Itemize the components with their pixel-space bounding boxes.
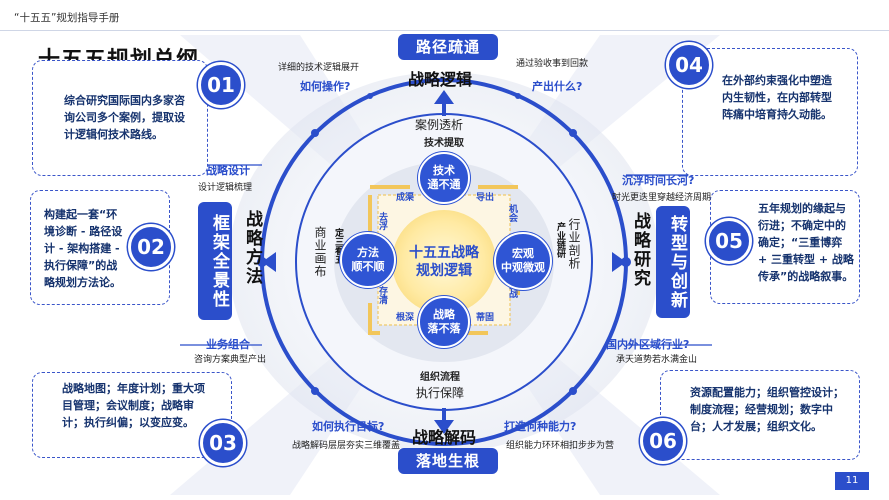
side-left-bottom: 存清 [377,286,387,304]
circle-technology-line2: 通不通 [427,178,461,191]
right-ring-small: 产业链研 [555,222,565,258]
circle-method-line1: 方法 [357,246,379,259]
bottom-left-note: 战略解码层层夯实三维覆盖 [292,441,401,451]
callout-06 [660,370,860,460]
header-title: “十五五”规划指导手册 [14,12,120,24]
left-upper-label: 战略设计 [206,164,250,177]
corner-bottom-left: 根深 [396,313,415,323]
top-pill: 路径疏通 [398,34,498,60]
corner-bottom-right: 蒂固 [476,313,495,323]
right-lower-label: 国内外区域行业? [606,338,690,351]
circle-strategy-line2: 落不落 [427,322,461,335]
left-ring-text: 商业画布 [313,226,327,278]
callout-04-text: 在外部约束强化中塑造内生韧性，在内部转型阵痛中培育持久动能。 [722,74,832,121]
callout-05-text: 五年规划的缘起与衍进；不确定中的确定；“三重博弈 + 三重转型 + 战略传承”的… [758,202,854,283]
callout-03 [32,372,232,458]
right-upper-label: 沉浮时间长河? [622,174,695,187]
bottom-exec: 执行保障 [416,386,465,400]
corner-top-left: 成渠 [396,193,415,203]
callout-01 [32,60,208,176]
badge-02: 02 [128,224,174,270]
center-title-line1: 十五五战略 [409,245,479,261]
circle-macro-line2: 中观微观 [501,261,545,274]
circle-technology: 技术 通不通 [418,152,470,204]
right-lower-note: 承天道势若水满金山 [616,355,698,365]
left-lower-note: 咨询方案典型产出 [194,355,267,365]
header-divider [0,30,889,31]
badge-03: 03 [200,420,246,466]
callout-06-text: 资源配置能力；组织管控设计；制度流程；经营规划；数字中台；人才发展；组织文化。 [690,386,844,433]
top-title: 战略逻辑 [408,70,473,89]
page-number: 11 [835,472,869,490]
right-vertical-blue: 转型与创新 [656,206,690,318]
right-vertical-black: 战略研究 [630,212,650,288]
bottom-question-left: 如何执行目标? [312,420,385,433]
callout-01-text: 综合研究国际国内多家咨询公司多个案例，提取设计逻辑何技术路线。 [64,94,185,141]
corner-top-right: 导出 [476,193,495,203]
circle-method: 方法 顺不顺 [340,232,396,288]
circle-method-line2: 顺不顺 [351,260,385,273]
side-right-top: 机会 [507,204,517,222]
bottom-title: 战略解码 [412,428,477,447]
top-right-note: 通过验收事到回款 [516,59,589,69]
top-case: 案例透析 [415,118,464,132]
top-question-right: 产出什么? [532,80,583,93]
circle-macro-line1: 宏观 [512,247,534,260]
left-ring-small: 定三看五 [333,228,343,264]
top-tech: 技术提取 [424,138,464,149]
circle-strategy: 战略 落不落 [418,296,470,348]
circle-technology-line1: 技术 [433,164,455,177]
side-right-bottom: 挑战 [507,280,517,298]
top-left-note: 详细的技术逻辑展开 [278,63,360,73]
badge-01: 01 [198,62,244,108]
callout-02-text: 构建起一套“环境诊断 - 路径设计 - 架构搭建 - 执行保障”的战略规划方法论… [44,208,123,289]
bottom-pill: 落地生根 [398,448,498,474]
left-lower-label: 业务组合 [206,338,250,351]
bottom-org: 组织流程 [420,372,460,383]
left-vertical-black: 战略方法 [242,210,262,286]
badge-05: 05 [706,218,752,264]
circle-macro: 宏观 中观微观 [494,232,552,290]
side-left-top: 去浮 [377,212,387,230]
bottom-question-right: 打造何种能力? [504,420,577,433]
right-ring-text: 行业剖析 [567,218,581,270]
badge-06: 06 [640,418,686,464]
top-question-left: 如何操作? [300,80,351,93]
center-title-line2: 规划逻辑 [416,263,472,279]
callout-03-text: 战略地图；年度计划；重大项目管理；会议制度；战略审计；执行纠偏；以变应变。 [62,382,205,429]
bottom-right-note: 组织能力环环相扣步步为营 [506,441,615,451]
left-vertical-blue: 框架全景性 [198,202,232,320]
right-upper-note: 时光更迭里穿越经济周期 [612,193,712,203]
badge-04: 04 [666,42,712,88]
left-upper-note: 设计逻辑梳理 [198,183,253,193]
circle-strategy-line1: 战略 [433,308,455,321]
